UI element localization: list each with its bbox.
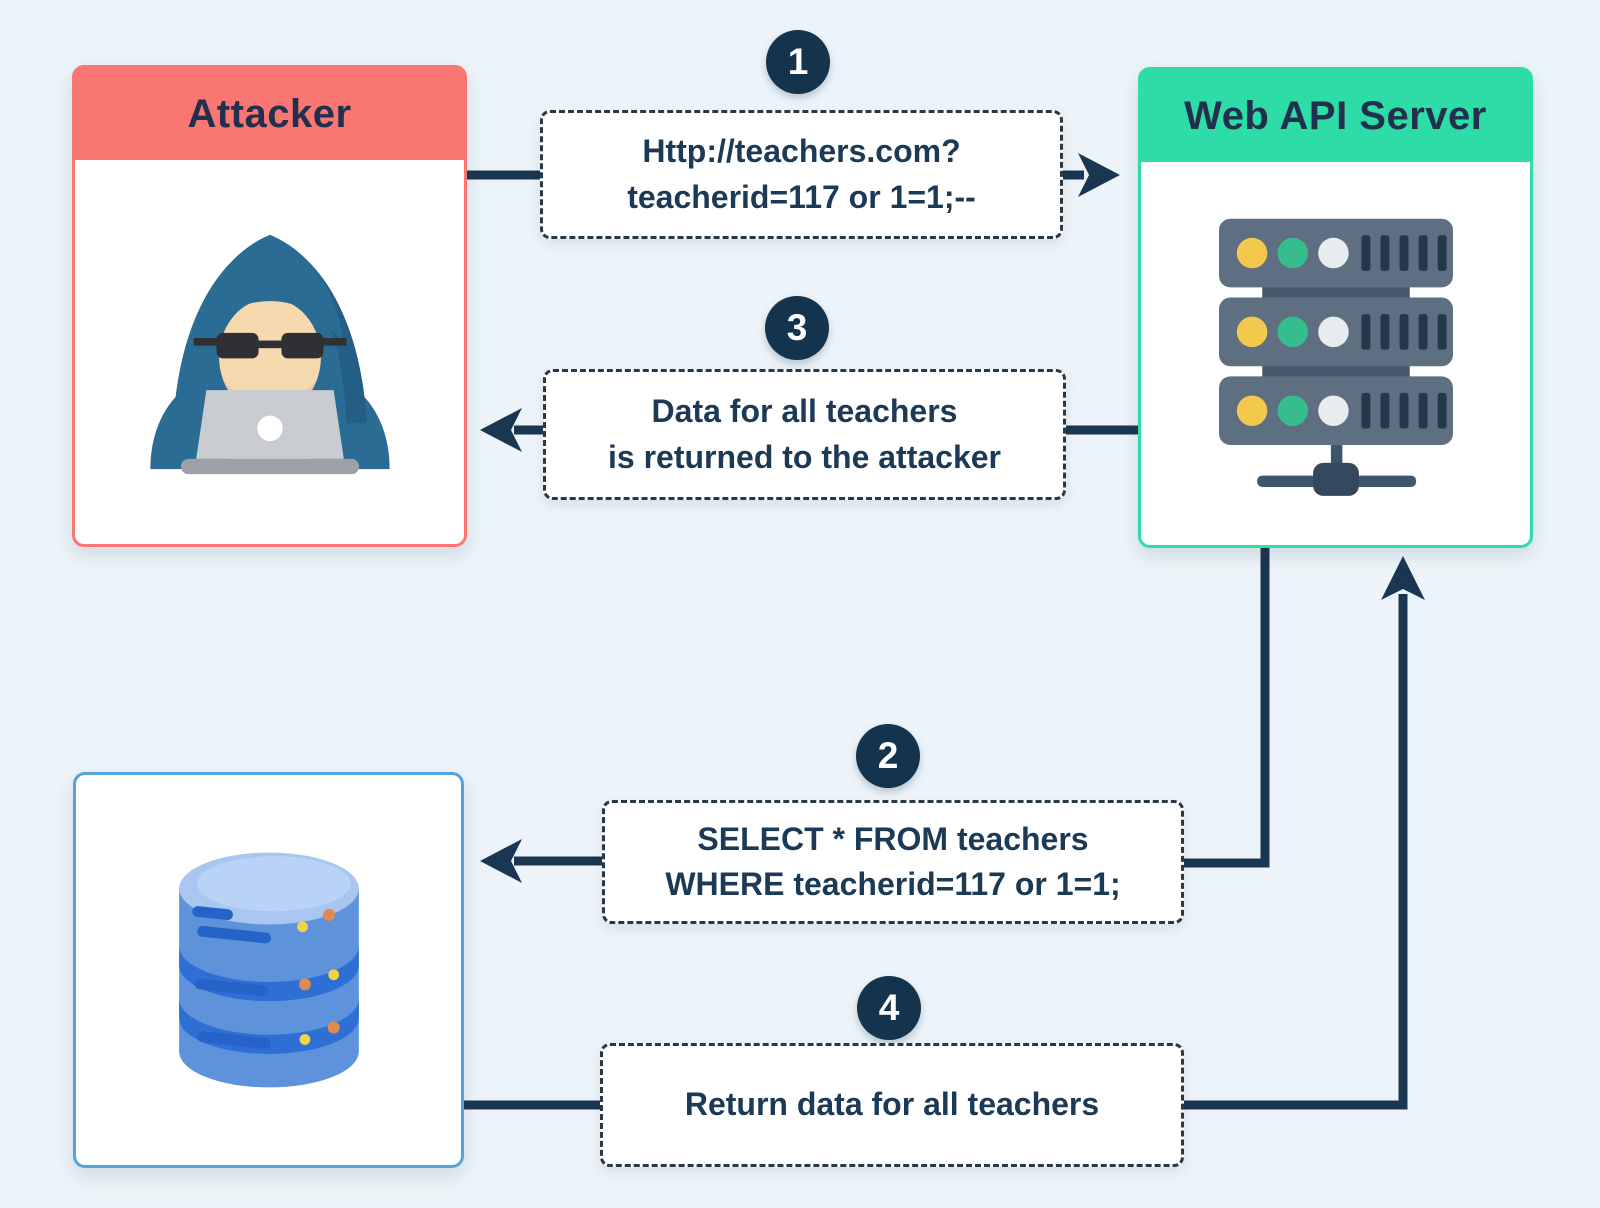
step3-badge: 3 <box>765 296 829 360</box>
step2-line1: SELECT * FROM teachers <box>697 820 1089 857</box>
database-icon <box>178 852 359 1088</box>
step2-line2: WHERE teacherid=117 or 1=1; <box>665 866 1121 902</box>
step4-line1: Return data for all teachers <box>684 1086 1100 1123</box>
server-header: Web API Server <box>1141 70 1530 162</box>
step2-number: 2 <box>877 735 899 776</box>
step3-line2: is returned to the attacker <box>608 438 1001 475</box>
step1-line2: teacherid=117 or 1=1;-- <box>627 178 976 215</box>
step3-line1: Data for all teachers <box>651 393 958 430</box>
server-title: Web API Server <box>1184 93 1487 138</box>
step3-message-box: Data for all teachers is returned to the… <box>543 369 1066 500</box>
attacker-node: Attacker <box>72 65 467 547</box>
attacker-title: Attacker <box>187 91 352 136</box>
step1-message-box: Http://teachers.com? teacherid=117 or 1=… <box>540 110 1063 239</box>
step4-badge: 4 <box>857 976 921 1040</box>
server-rack-icon <box>1218 218 1453 496</box>
step4-message-box: Return data for all teachers <box>600 1043 1184 1167</box>
step1-badge: 1 <box>766 30 830 94</box>
attacker-header: Attacker <box>75 68 464 160</box>
arrowhead-left-icon <box>480 839 522 883</box>
step3-number: 3 <box>786 307 808 348</box>
step4-number: 4 <box>878 987 900 1028</box>
server-node: Web API Server <box>1138 67 1533 548</box>
arrowhead-up-icon <box>1381 556 1425 600</box>
step2-badge: 2 <box>856 724 920 788</box>
step2-message-box: SELECT * FROM teachers WHERE teacherid=1… <box>602 800 1184 924</box>
step1-number: 1 <box>787 41 809 82</box>
step1-line1: Http://teachers.com? <box>642 133 961 170</box>
arrowhead-left-icon <box>480 408 522 452</box>
database-node <box>73 772 464 1168</box>
hacker-icon <box>149 234 390 475</box>
arrowhead-right-icon <box>1078 153 1120 197</box>
